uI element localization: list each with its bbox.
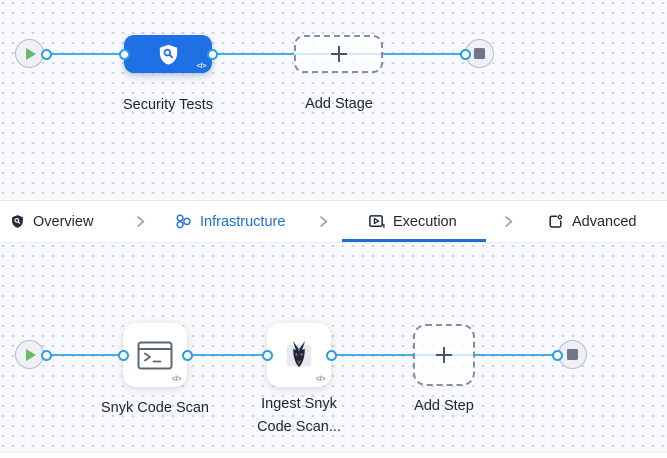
execution-start-node[interactable]	[15, 340, 44, 369]
step-label: Snyk Code Scan	[100, 400, 209, 416]
connector-dot	[40, 349, 52, 361]
active-tab-underline	[342, 239, 486, 242]
connector-dot	[459, 48, 471, 60]
step-label: Ingest Snyk Code Scan...	[257, 396, 341, 435]
code-icon: </>	[171, 374, 182, 383]
shield-search-icon	[159, 44, 177, 65]
chevron-right-icon	[316, 201, 331, 242]
connector-dot	[261, 349, 273, 361]
tab-advanced[interactable]: Advanced	[547, 201, 637, 242]
tab-label: Advanced	[572, 213, 637, 230]
connector-dot	[181, 349, 193, 361]
bottom-panel-edge	[0, 452, 667, 458]
code-icon: </>	[315, 374, 326, 383]
infrastructure-icon	[176, 214, 191, 229]
advanced-gear-icon	[549, 214, 563, 228]
connector-dot	[325, 349, 337, 361]
connector-dot	[551, 349, 563, 361]
step-node-snyk-code-scan[interactable]: </>	[123, 323, 187, 387]
tab-execution[interactable]: Execution	[368, 201, 457, 242]
add-step-button[interactable]	[413, 324, 475, 386]
chevron-right-icon	[501, 201, 516, 242]
stop-icon	[474, 48, 485, 59]
stage-label: Security Tests	[123, 97, 213, 113]
tab-infrastructure[interactable]: Infrastructure	[175, 201, 285, 242]
add-step-label: Add Step	[414, 398, 474, 414]
step-canvas[interactable]: </> </>	[0, 243, 667, 458]
stage-tab-bar: Overview Infrastructure Execution	[0, 200, 667, 243]
stage-node-security-tests[interactable]: </>	[124, 35, 212, 73]
connector-dot	[40, 48, 52, 60]
connector-dot	[117, 349, 129, 361]
plus-icon	[330, 46, 347, 62]
snyk-dog-icon	[286, 340, 312, 368]
connector-dot	[118, 48, 130, 60]
terminal-icon	[137, 341, 173, 369]
stage-canvas[interactable]: </> Security Tests Add Stage	[0, 0, 667, 200]
tab-label: Infrastructure	[200, 213, 286, 230]
connector-dot	[206, 48, 218, 60]
plus-icon	[436, 347, 452, 363]
code-icon: </>	[196, 61, 207, 70]
stop-icon	[567, 349, 578, 360]
play-icon	[25, 348, 36, 361]
play-icon	[25, 47, 36, 60]
step-node-ingest-snyk[interactable]: </>	[267, 323, 331, 387]
add-stage-label: Add Stage	[305, 96, 373, 112]
tab-overview[interactable]: Overview	[10, 201, 93, 242]
pipeline-start-node[interactable]	[15, 39, 44, 68]
add-stage-button[interactable]	[294, 35, 383, 73]
tab-label: Execution	[393, 213, 457, 230]
chevron-right-icon	[133, 201, 148, 242]
stage-edge-line	[46, 53, 465, 55]
shield-icon	[12, 215, 23, 228]
execution-icon	[369, 215, 385, 228]
tab-label: Overview	[33, 213, 94, 230]
